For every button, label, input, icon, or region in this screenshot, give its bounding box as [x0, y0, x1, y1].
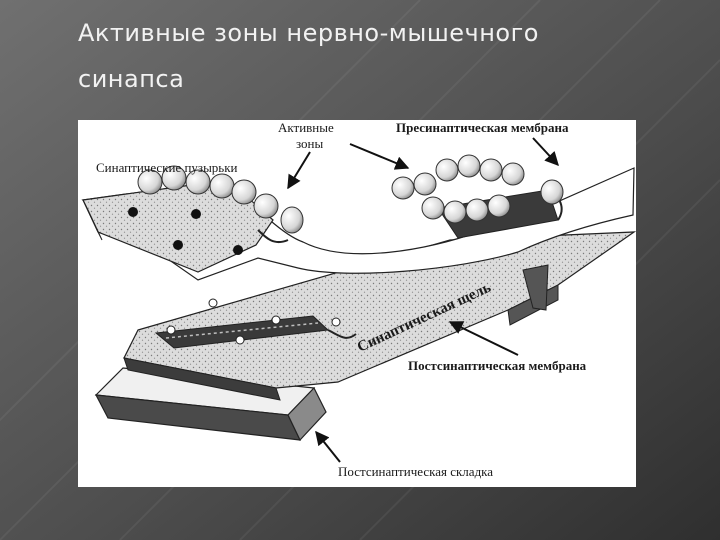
active-zones-arrow-right — [349, 143, 410, 170]
label-active-zones-line-2: зоны — [296, 136, 324, 151]
slide-title-line-1: Активные зоны нервно-мышечного — [78, 19, 539, 47]
label-active-zones-line-1: Активные — [278, 120, 334, 135]
label-postsynaptic-fold: Постсинаптическая складка — [338, 464, 493, 479]
label-synaptic-vesicles: Синаптические пузырьки — [96, 160, 238, 175]
label-postsynaptic-membrane: Постсинаптическая мембрана — [408, 358, 587, 373]
synapse-figure: Активные зоны Пресинаптическая мембрана … — [78, 120, 636, 487]
postsynaptic-fold-arrow — [315, 430, 341, 463]
slide-title: Активные зоны нервно-мышечного синапса — [78, 10, 678, 102]
active-zones-arrow-left — [287, 151, 311, 190]
presynaptic-membrane-arrow — [532, 137, 559, 167]
synaptic-vesicles-left — [137, 165, 304, 234]
slide-title-line-2: синапса — [78, 65, 185, 93]
postsynaptic-membrane-shape — [123, 231, 636, 401]
postsynaptic-fold-shape — [94, 367, 327, 442]
synapse-diagram: Активные зоны Пресинаптическая мембрана … — [81, 120, 636, 479]
postsynaptic-membrane-arrow — [448, 321, 519, 356]
synaptic-vesicles-right — [391, 154, 564, 224]
label-presynaptic-membrane: Пресинаптическая мембрана — [396, 120, 569, 135]
